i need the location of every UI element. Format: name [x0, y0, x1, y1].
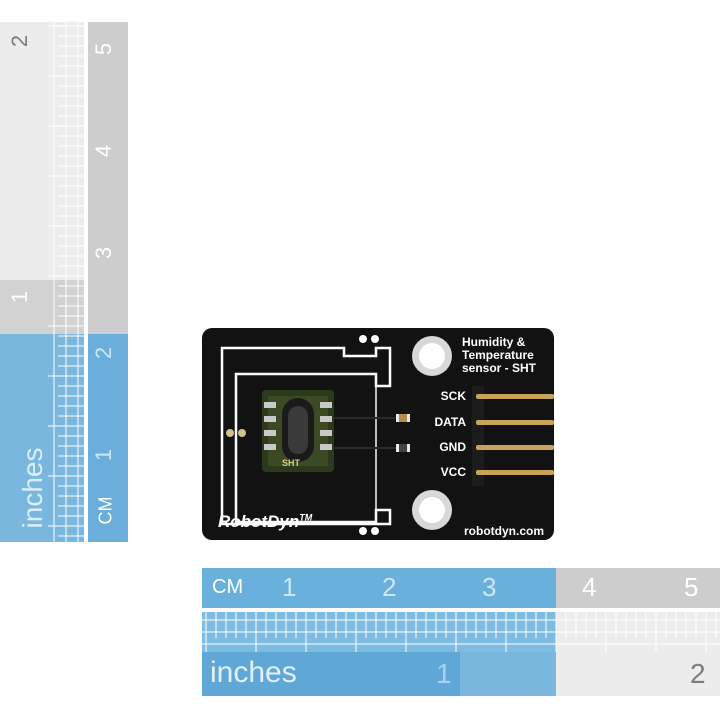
h-inch-number-2: 2	[690, 658, 706, 689]
brand-name: RobotDyn	[218, 512, 300, 531]
horizontal-ruler: CM 1 2 3 4 5 inches 1 2	[202, 568, 720, 696]
chip-mark: SHT	[282, 458, 300, 468]
pin-label-data: DATA	[434, 415, 466, 429]
vertical-ruler-graphic	[0, 22, 128, 542]
header-pin	[476, 394, 554, 399]
inch-number-2: 2	[7, 34, 33, 48]
pin-label-gnd: GND	[439, 440, 466, 454]
brand-trademark: TM	[299, 512, 313, 523]
cm-unit-label: CM	[95, 496, 116, 525]
pin-label-sck: SCK	[440, 389, 466, 403]
header-pin	[476, 445, 554, 450]
board-title: Humidity & Temperature sensor - SHT	[462, 336, 536, 375]
sensor-board-graphic	[202, 328, 554, 540]
website-label: robotdyn.com	[464, 524, 544, 538]
h-cm-unit-label: CM	[212, 576, 244, 598]
cm-number-3: 3	[91, 246, 117, 260]
h-cm-number-5: 5	[684, 572, 699, 602]
cm-number-4: 4	[91, 144, 117, 158]
h-cm-number-4: 4	[582, 572, 597, 602]
h-cm-number-2: 2	[382, 572, 397, 602]
title-line-1: Humidity &	[462, 335, 526, 349]
title-line-2: Temperature	[462, 348, 534, 362]
inch-number-1: 1	[7, 290, 33, 304]
header-pin	[476, 470, 554, 475]
h-inch-number-1: 1	[436, 658, 452, 689]
h-cm-number-3: 3	[482, 572, 497, 602]
inches-unit-label: inches	[17, 447, 48, 529]
h-cm-number-1: 1	[282, 572, 297, 602]
cm-number-5: 5	[91, 42, 117, 56]
cm-number-1: 1	[91, 448, 117, 462]
title-line-3: sensor - SHT	[462, 361, 537, 375]
h-inches-unit-label: inches	[210, 656, 297, 689]
pin-label-vcc: VCC	[440, 465, 466, 479]
sensor-board: Humidity & Temperature sensor - SHT SCK …	[200, 326, 560, 544]
header-pin	[476, 420, 554, 425]
horizontal-ruler-graphic	[202, 568, 720, 696]
cm-number-2: 2	[91, 346, 117, 360]
vertical-ruler: inches 1 2 CM 1 2 3 4 5	[0, 22, 128, 542]
brand-logo: RobotDynTM	[218, 512, 312, 532]
